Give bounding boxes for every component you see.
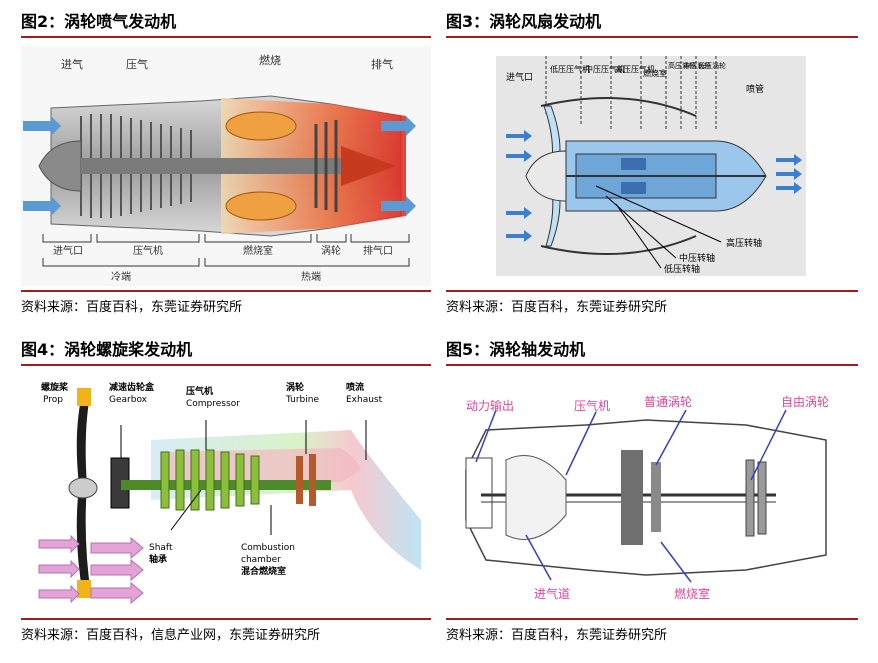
label-shaft-cn: 轴承	[149, 553, 167, 565]
figure-3-title: 图3：涡轮风扇发动机	[446, 12, 602, 31]
figure-2-panel: 图2：涡轮喷气发动机	[21, 0, 431, 320]
label-hot-end: 热端	[301, 270, 321, 283]
label-top-exhaust: 排气	[371, 57, 393, 71]
figure-2-source: 资料来源：百度百科，东莞证券研究所	[21, 300, 243, 315]
figure-3-panel: 图3：涡轮风扇发动机 进气口 低压压气机 中压压气机 高压压气机 燃烧室 高压涡…	[446, 0, 858, 320]
label-combustion-cn: 混合燃烧室	[241, 565, 286, 577]
label-nozzle: 喷管	[746, 83, 764, 95]
figure-3-source: 资料来源：百度百科，东莞证券研究所	[446, 300, 668, 315]
label-combustor: 燃烧室	[643, 68, 667, 78]
label-top-combust: 燃烧	[259, 53, 281, 67]
label-ipt: 中压涡轮	[683, 61, 711, 70]
label-turbine-cn: 涡轮	[286, 381, 304, 393]
figure-2-rule-bottom	[21, 290, 431, 292]
figure-3-rule-bottom	[446, 290, 858, 292]
label-intake: 进气口	[506, 71, 533, 83]
label-power-output: 动力输出	[466, 398, 514, 413]
figure-2-rule	[21, 36, 431, 38]
label-nozzle: 排气口	[363, 244, 393, 257]
label-hp-shaft: 高压转轴	[726, 237, 762, 249]
label-turbine: 涡轮	[321, 244, 341, 257]
label-lp-shaft: 低压转轴	[664, 263, 700, 275]
label-compressor: 压气机	[574, 398, 610, 413]
figure-5-image: 动力输出 压气机 普通涡轮 自由涡轮 进气道 燃烧室	[446, 370, 858, 615]
label-cold-end: 冷端	[111, 270, 131, 283]
label-shaft-en: Shaft	[149, 543, 173, 553]
label-top-intake: 进气	[61, 57, 83, 71]
label-prop-cn: 螺旋桨	[41, 381, 69, 393]
figure-5-rule-bottom	[446, 618, 858, 620]
label-top-compress: 压气	[126, 57, 148, 71]
label-lpt: 低压涡轮	[698, 61, 726, 70]
label-ip-shaft: 中压转轴	[679, 252, 715, 264]
figure-4-panel: 图4：涡轮螺旋桨发动机	[21, 330, 431, 655]
label-gearbox-cn: 减速齿轮盒	[109, 381, 155, 393]
label-combustion-en-1: Combustion	[241, 543, 295, 553]
label-hpc: 高压压气机	[615, 64, 655, 74]
label-turbine: 普通涡轮	[644, 395, 692, 409]
label-combustion-en-2: chamber	[241, 555, 281, 565]
label-combustor: 燃烧室	[674, 586, 710, 601]
label-combustor: 燃烧室	[243, 244, 273, 257]
label-exhaust-cn: 喷流	[346, 381, 364, 393]
label-inlet: 进气口	[53, 244, 83, 257]
figure-3-rule	[446, 36, 858, 38]
label-compressor: 压气机	[133, 244, 163, 257]
figure-2-title: 图2：涡轮喷气发动机	[21, 12, 177, 31]
label-gearbox-en: Gearbox	[109, 395, 148, 405]
label-hpt: 高压涡轮	[668, 61, 696, 70]
figure-5-title: 图5：涡轮轴发动机	[446, 340, 586, 359]
figure-2-image: 进气 压气 燃烧 排气 进气口 压气机 燃烧室 涡轮 排气口 冷端 热端	[21, 46, 431, 286]
figure-4-rule	[21, 364, 431, 366]
label-free-turbine: 自由涡轮	[781, 395, 829, 409]
figure-5-source: 资料来源：百度百科，东莞证券研究所	[446, 628, 668, 643]
label-lpc: 低压压气机	[550, 64, 590, 74]
label-ipc: 中压压气机	[585, 64, 625, 74]
label-exhaust-en: Exhaust	[346, 395, 383, 405]
label-compressor-en: Compressor	[186, 399, 240, 409]
figure-4-source: 资料来源：百度百科，信息产业网，东莞证券研究所	[21, 628, 321, 643]
label-turbine-en: Turbine	[285, 395, 319, 405]
label-inlet: 进气道	[534, 586, 570, 601]
label-compressor-cn: 压气机	[186, 385, 213, 397]
figure-4-rule-bottom	[21, 618, 431, 620]
figure-5-rule	[446, 364, 858, 366]
figure-3-image: 进气口 低压压气机 中压压气机 高压压气机 燃烧室 高压涡轮 中压涡轮 低压涡轮…	[446, 46, 858, 286]
figure-4-title: 图4：涡轮螺旋桨发动机	[21, 340, 193, 359]
figure-4-image: 螺旋桨 Prop 减速齿轮盒 Gearbox 压气机 Compressor 涡轮…	[21, 370, 431, 615]
figure-5-panel: 图5：涡轮轴发动机	[446, 330, 858, 655]
label-prop-en: Prop	[43, 395, 63, 405]
